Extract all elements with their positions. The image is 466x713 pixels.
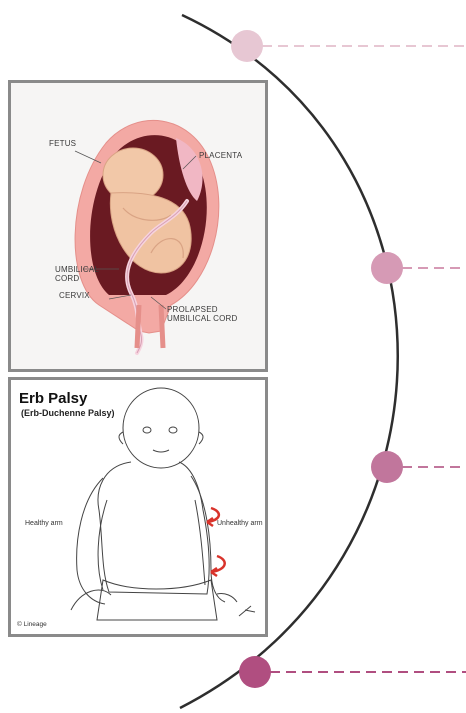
label-umbilical-cord: UMBILICAL CORD: [55, 265, 99, 283]
baby-torso: [98, 462, 209, 594]
label-unhealthy-arm: Unhealthy arm: [217, 520, 263, 527]
label-cervix: CERVIX: [59, 291, 90, 300]
image-credit: © Lineage: [17, 621, 47, 628]
timeline-marker-3: [371, 451, 403, 483]
diaper: [97, 580, 217, 620]
timeline-connector-2: [371, 252, 466, 284]
timeline-marker-2: [371, 252, 403, 284]
label-fetus: FETUS: [49, 139, 76, 148]
baby-head: [123, 388, 199, 468]
erb-title: Erb Palsy: [19, 390, 87, 407]
erb-palsy-illustration: Erb Palsy (Erb-Duchenne Palsy) Healthy a…: [8, 377, 268, 637]
erb-subtitle: (Erb-Duchenne Palsy): [21, 408, 115, 418]
healthy-arm: [77, 478, 105, 604]
label-placenta: PLACENTA: [199, 151, 242, 160]
label-prolapsed-cord: PROLAPSED UMBILICAL CORD: [167, 305, 238, 323]
timeline-marker-1: [231, 30, 263, 62]
label-healthy-arm: Healthy arm: [25, 520, 63, 527]
timeline-connector-3: [371, 451, 466, 483]
timeline-connector-1: [231, 30, 466, 62]
timeline-connector-4: [239, 656, 466, 688]
timeline-marker-4: [239, 656, 271, 688]
cord-prolapse-illustration: FETUS PLACENTA UMBILICAL CORD CERVIX PRO…: [8, 80, 268, 372]
